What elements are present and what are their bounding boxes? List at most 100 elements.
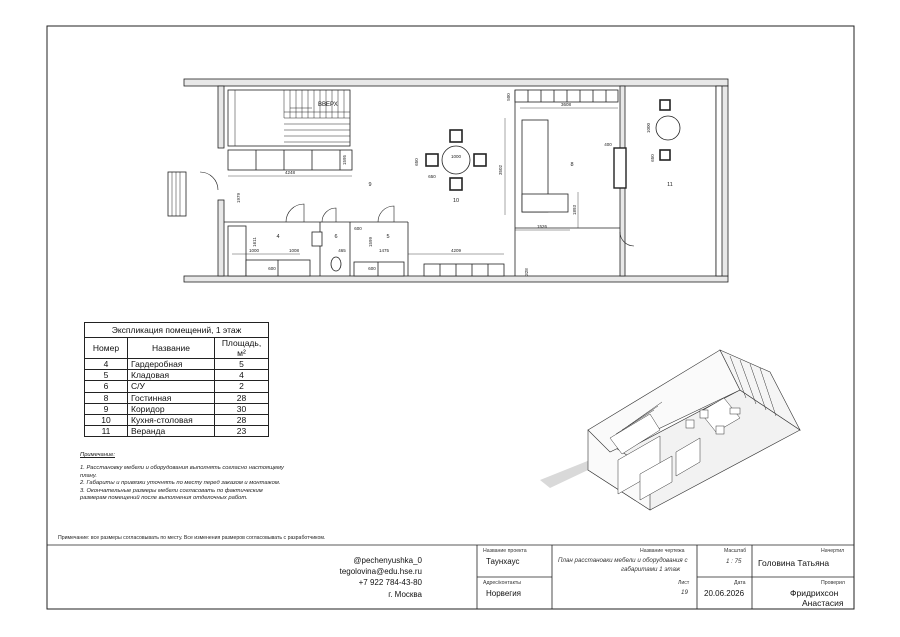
dim-4209: 4209	[451, 248, 462, 253]
up-label: ВВЕРХ	[318, 102, 338, 108]
dim-1000: 1000	[249, 248, 260, 253]
note-item-2: 2. Габариты и привязки уточнять по месту…	[80, 480, 281, 487]
axo-glazing-lines	[729, 355, 777, 417]
storage-cabinets	[353, 261, 405, 277]
corridor-bench	[227, 149, 353, 171]
entrance-door	[199, 171, 219, 191]
sheet-label: Лист	[678, 580, 690, 586]
drawing-label: Название чертежа	[640, 548, 685, 554]
veranda-table	[655, 115, 681, 141]
dim-1000-veranda: 1000	[646, 122, 651, 133]
dim-1595: 1595	[342, 154, 347, 165]
row-number: 11	[84, 425, 128, 438]
table-row: 9 Коридор 30	[84, 402, 269, 415]
drawn-label: Начертил	[821, 548, 845, 554]
note-item-1: 1. Расстановку мебели и оборудования вып…	[80, 465, 284, 479]
row-area: 23	[214, 425, 269, 438]
wall-left-lower	[217, 199, 225, 277]
dim-650-b: 650	[428, 174, 436, 179]
chair-right	[473, 153, 487, 167]
scale-label: Масштаб	[724, 548, 747, 554]
dim-600-a: 600	[268, 266, 276, 271]
wc-toilet	[330, 256, 342, 272]
axo-partitions	[617, 397, 741, 501]
door-wardrobe	[285, 203, 305, 223]
room-9: 9	[368, 182, 371, 188]
room-4: 4	[276, 234, 279, 240]
drawn-value: Головина Татьяна	[758, 558, 830, 568]
dim-600-b: 600	[354, 226, 362, 231]
axo-stair	[609, 401, 663, 455]
dim-1599: 1599	[368, 236, 373, 247]
stair-steps	[234, 90, 350, 146]
room-8: 8	[570, 162, 573, 168]
dim-1526: 1526	[537, 224, 548, 229]
checked-value-line1: Фридрихсон	[790, 588, 839, 598]
dim-600-c: 600	[368, 266, 376, 271]
dim-328: 328	[524, 268, 529, 276]
sheet-frame	[46, 25, 855, 610]
dim-3502: 3502	[498, 164, 503, 175]
veranda-glazing	[715, 85, 723, 277]
plan-labels: ВВЕРХ 9 10 8 11 4 6 5 4248 4209 3608 350…	[236, 93, 673, 276]
dining-table	[441, 145, 471, 175]
checked-label: Проверил	[821, 580, 845, 586]
drawing-value-line2: габаритами 1 этаж	[621, 566, 681, 573]
axonometric-view	[540, 349, 801, 511]
axo-veranda-glass	[719, 349, 801, 431]
contact-handle: @pechenyushka_0	[353, 556, 422, 565]
room-10: 10	[453, 198, 459, 204]
chair-bottom	[449, 177, 463, 191]
veranda-chair-2	[659, 149, 671, 161]
dim-1000-table: 1000	[451, 154, 462, 159]
dim-650-a: 650	[414, 158, 419, 166]
project-value: Таунхаус	[486, 557, 520, 566]
chair-top	[449, 129, 463, 143]
dim-1475: 1475	[379, 248, 390, 253]
table-row: 6 С/У 2	[84, 380, 269, 393]
dimension-lines	[228, 107, 618, 255]
wall-left-upper	[217, 85, 225, 149]
dim-650-c: 650	[650, 154, 655, 162]
explication-table: Экспликация помещений, 1 этаж Номер Назв…	[84, 322, 269, 438]
drawing-value-line1: План расстановки мебели и оборудования с	[558, 557, 688, 564]
scale-value: 1 : 75	[726, 558, 742, 565]
dim-400: 400	[604, 142, 612, 147]
address-label: Адрес/контакты	[483, 580, 522, 586]
wardrobe-cabinets	[227, 225, 247, 277]
date-label: Дата	[734, 580, 746, 586]
sheet-value: 19	[681, 589, 688, 596]
dim-500: 500	[506, 93, 511, 101]
veranda-chair-1	[659, 99, 671, 111]
dim-465: 465	[338, 248, 346, 253]
checked-value-line2: Анастасия	[802, 598, 844, 608]
room-11: 11	[667, 182, 673, 188]
wall-top	[183, 78, 729, 87]
floor-plan	[167, 78, 729, 283]
contact-phone: +7 922 784-43-80	[358, 578, 422, 587]
note-item-3: 3. Окончательные размеры мебели согласов…	[80, 487, 263, 502]
room-5: 5	[386, 234, 389, 240]
contact-city: г. Москва	[388, 590, 422, 599]
dim-1893: 1893	[572, 204, 577, 215]
entrance-steps	[167, 171, 187, 217]
door-wc	[321, 207, 337, 223]
general-note: Примечание: все размеры согласовывать по…	[58, 535, 326, 541]
axo-furniture	[685, 407, 741, 435]
address-value: Норвегия	[486, 589, 522, 598]
door-living	[619, 231, 635, 247]
dim-3608: 3608	[561, 102, 572, 107]
room-6: 6	[334, 234, 337, 240]
corridor-cabinets	[423, 263, 505, 277]
contact-email: tegolovina@edu.hse.ru	[339, 567, 422, 576]
date-value: 20.06.2026	[704, 589, 745, 598]
project-label: Название проекта	[483, 548, 527, 554]
dim-1008: 1008	[289, 248, 300, 253]
chair-left	[425, 153, 439, 167]
row-name: Веранда	[127, 425, 215, 438]
table-row: 10 Кухня-столовая 28	[84, 413, 269, 427]
tv-unit	[613, 147, 627, 189]
dim-4248: 4248	[285, 170, 296, 175]
